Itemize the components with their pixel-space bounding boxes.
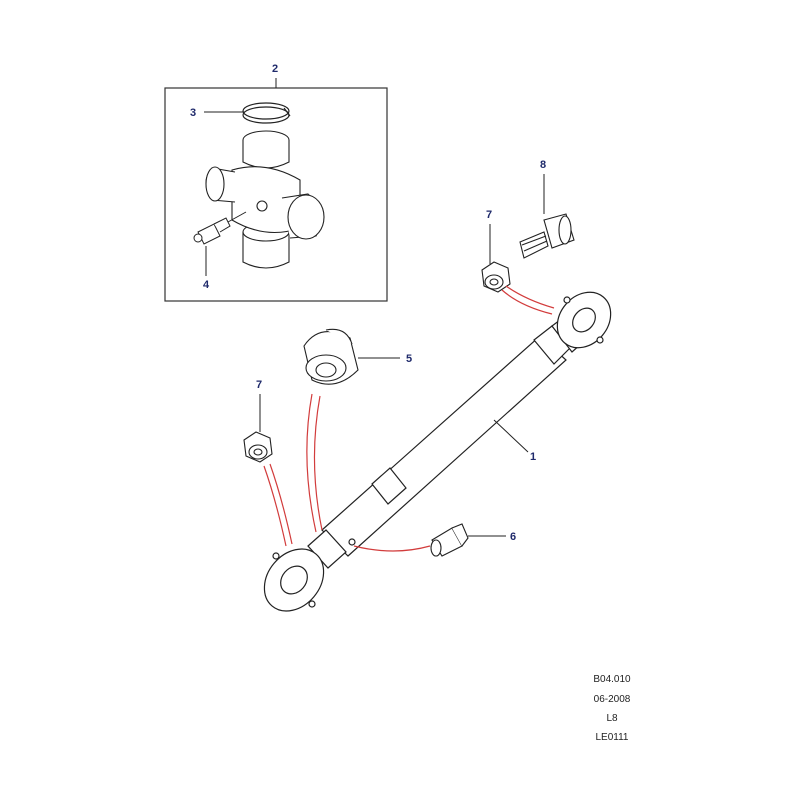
callout-8: 8 bbox=[540, 159, 546, 171]
gaiter bbox=[303, 328, 359, 385]
black-leaders bbox=[204, 78, 545, 537]
nut-upper bbox=[481, 261, 511, 293]
callout-1: 1 bbox=[530, 451, 536, 463]
diagram-date: 06-2008 bbox=[593, 694, 631, 705]
callout-7-lower: 7 bbox=[256, 379, 262, 391]
model-code: L8 bbox=[606, 713, 618, 724]
grease-nipple bbox=[430, 523, 469, 557]
reference-code: LE0111 bbox=[595, 732, 629, 743]
callout-3: 3 bbox=[190, 107, 196, 119]
red-leaders bbox=[263, 285, 555, 552]
callout-5: 5 bbox=[406, 353, 412, 365]
diagram-code: B04.010 bbox=[593, 674, 631, 685]
propeller-shaft bbox=[263, 291, 612, 612]
bolt bbox=[519, 213, 575, 259]
callout-4: 4 bbox=[203, 279, 210, 291]
circlip bbox=[242, 102, 291, 124]
universal-joint bbox=[205, 130, 325, 269]
callout-2: 2 bbox=[272, 63, 278, 75]
callout-7-upper: 7 bbox=[486, 209, 492, 221]
callout-6: 6 bbox=[510, 531, 516, 543]
nut-lower bbox=[243, 431, 273, 463]
grease-nipple-inset bbox=[193, 211, 247, 245]
